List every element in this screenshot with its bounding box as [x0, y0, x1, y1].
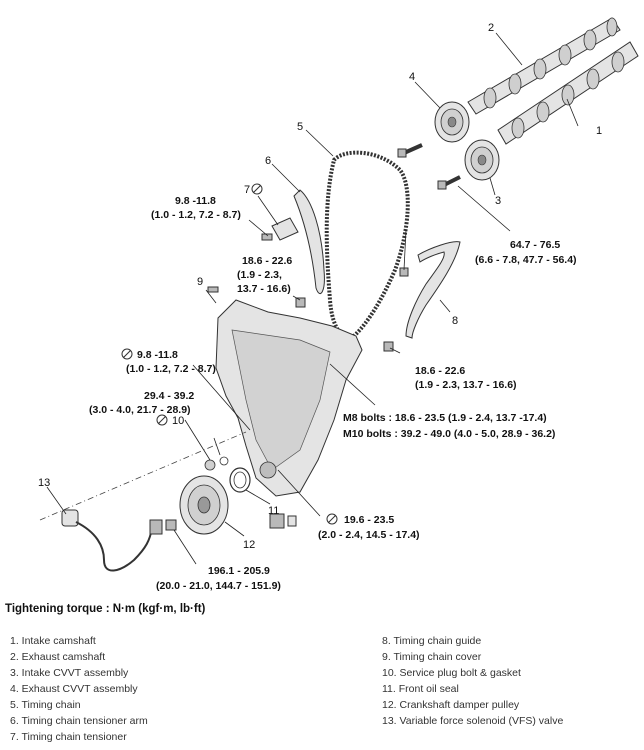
callout-3: 3 [495, 195, 501, 207]
exhaust-cvvt-assembly [434, 101, 470, 143]
torque-guide-bolt-1: 18.6 - 22.6 [415, 365, 465, 377]
callout-12: 12 [243, 539, 255, 551]
torque-guide-upper-2: (1.0 - 1.2, 7.2 - 8.7) [151, 209, 241, 221]
intake-camshaft [497, 41, 639, 145]
legend-item: 12. Crankshaft damper pulley [382, 699, 520, 711]
leader-lines [46, 32, 579, 565]
torque-units-title: Tightening torque : N·m (kgf·m, lb·ft) [5, 603, 206, 615]
torque-cover-bolt-1: 9.8 -11.8 [137, 349, 178, 361]
legend-item: 8. Timing chain guide [382, 635, 482, 647]
legend-left-column: 1. Intake camshaft 2. Exhaust camshaft 3… [10, 633, 148, 745]
callout-9: 9 [197, 276, 203, 288]
callout-11: 11 [268, 505, 279, 517]
torque-guide-bolt-2: (1.9 - 2.3, 13.7 - 16.6) [415, 379, 517, 391]
torque-plug-1: 29.4 - 39.2 [144, 390, 194, 402]
legend-item: 13. Variable force solenoid (VFS) valve [382, 715, 564, 727]
legend-item: 2. Exhaust camshaft [10, 651, 106, 663]
exhaust-camshaft [467, 17, 621, 115]
torque-cover-m10: M10 bolts : 39.2 - 49.0 (4.0 - 5.0, 28.9… [343, 428, 555, 440]
front-oil-seal [229, 467, 251, 493]
callout-10: 10 [172, 415, 184, 427]
vfs-valve [61, 509, 297, 572]
torque-pulley-2: (20.0 - 21.0, 144.7 - 151.9) [156, 580, 281, 592]
torque-plug-2: (3.0 - 4.0, 21.7 - 28.9) [89, 404, 191, 416]
torque-cam-1: 64.7 - 76.5 [510, 239, 560, 251]
exploded-parts-diagram: 1 2 3 4 5 6 7 8 9 10 11 12 13 9.8 -11.8 … [38, 17, 639, 592]
torque-vfs-1: 19.6 - 23.5 [344, 514, 394, 526]
torque-guide-upper-1: 9.8 -11.8 [175, 195, 216, 207]
torque-cover-m8: M8 bolts : 18.6 - 23.5 (1.9 - 2.4, 13.7 … [343, 412, 547, 424]
callout-7: 7 [244, 184, 250, 196]
torque-cover-bolt-2: (1.0 - 1.2, 7.2 - 8.7) [126, 363, 216, 375]
legend-item: 4. Exhaust CVVT assembly [10, 683, 138, 695]
legend-item: 10. Service plug bolt & gasket [382, 667, 521, 679]
timing-chain-tensioner [261, 217, 299, 241]
torque-arm-bolt-3: 13.7 - 16.6) [237, 283, 291, 295]
torque-pulley-1: 196.1 - 205.9 [208, 565, 270, 577]
timing-chain-cover [215, 299, 363, 497]
callout-1: 1 [596, 125, 602, 137]
callout-8: 8 [452, 315, 458, 327]
camshaft-bolts [397, 143, 461, 190]
callout-numbers: 1 2 3 4 5 6 7 8 9 10 11 12 13 [38, 22, 602, 551]
timing-chain [324, 150, 410, 340]
callout-2: 2 [488, 22, 494, 34]
legend-item: 7. Timing chain tensioner [10, 731, 127, 743]
legend-item: 11. Front oil seal [382, 683, 459, 695]
crankshaft-damper-pulley [165, 475, 229, 535]
legend-item: 6. Timing chain tensioner arm [10, 715, 148, 727]
callout-5: 5 [297, 121, 303, 133]
torque-specs: 9.8 -11.8 (1.0 - 1.2, 7.2 - 8.7) 18.6 - … [89, 195, 577, 592]
legend-item: 1. Intake camshaft [10, 635, 96, 647]
intake-cvvt-assembly [464, 139, 500, 181]
legend-item: 9. Timing chain cover [382, 651, 482, 663]
torque-arm-bolt-1: 18.6 - 22.6 [242, 255, 292, 267]
service-plug-bolt-gasket [204, 456, 229, 471]
legend-right-column: 8. Timing chain guide 9. Timing chain co… [382, 633, 563, 729]
torque-cam-2: (6.6 - 7.8, 47.7 - 56.4) [475, 254, 577, 266]
callout-4: 4 [409, 71, 415, 83]
legend-item: 5. Timing chain [10, 699, 81, 711]
torque-arm-bolt-2: (1.9 - 2.3, [237, 269, 282, 281]
timing-chain-guide [405, 241, 461, 339]
timing-chain-tensioner-arm [293, 189, 325, 294]
legend-item: 3. Intake CVVT assembly [10, 667, 129, 679]
callout-13: 13 [38, 477, 50, 489]
torque-vfs-2: (2.0 - 2.4, 14.5 - 17.4) [318, 529, 420, 541]
callout-6: 6 [265, 155, 271, 167]
